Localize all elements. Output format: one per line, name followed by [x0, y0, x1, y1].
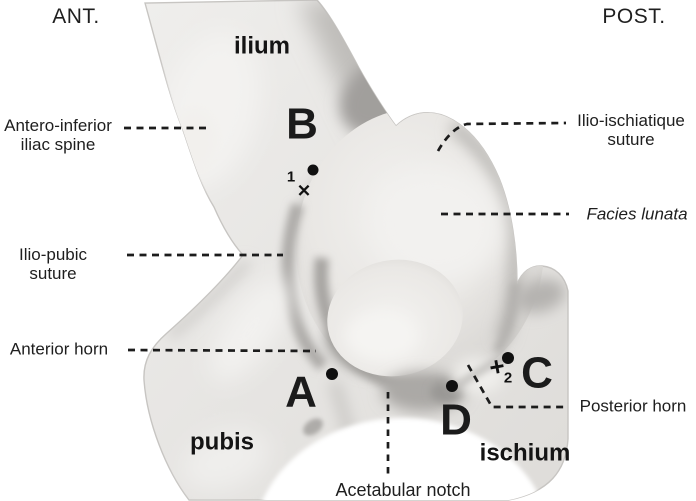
dot-c — [502, 352, 514, 364]
orientation-label-posterior: POST. — [602, 5, 666, 29]
annotation-acetabular-notch: Acetabular notch — [335, 479, 471, 500]
landmark-letter-d: D — [440, 395, 472, 445]
leader-lines — [124, 121, 569, 478]
x-marker-icon: ✕ — [296, 181, 312, 201]
annotation-ilio-ischiatique-suture: Ilio-ischiatique suture — [577, 111, 685, 149]
region-label-pubis: pubis — [190, 428, 254, 456]
orientation-label-anterior: ANT. — [52, 5, 100, 29]
marker-number-2: 2 — [503, 369, 513, 387]
landmark-dots — [307, 164, 514, 392]
annotation-facies-lunata: Facies lunata — [586, 204, 688, 224]
annotation-antero-inferior-iliac-spine: Antero-inferior iliac spine — [4, 116, 112, 154]
annotation-ilio-pubic-suture: Ilio-pubic suture — [19, 245, 87, 283]
region-label-ilium: ilium — [233, 32, 291, 60]
landmark-letter-c: C — [521, 348, 553, 398]
annotation-line: Ilio-ischiatique — [577, 110, 685, 130]
annotation-line: suture — [607, 130, 655, 149]
annotation-posterior-horn: Posterior horn — [579, 396, 687, 416]
annotation-anterior-horn: Anterior horn — [9, 339, 109, 359]
leader-ilio-ischiatique-suture — [436, 121, 567, 152]
dot-a — [326, 368, 338, 380]
leader-anterior-horn — [127, 348, 317, 353]
dot-d — [446, 380, 458, 392]
annotation-line: suture — [29, 264, 77, 283]
dot-b — [307, 164, 319, 176]
leader-posterior-horn — [466, 364, 566, 409]
landmark-letter-b: B — [286, 99, 318, 149]
annotation-line: Ilio-pubic — [18, 244, 88, 264]
obturator-foramen — [252, 418, 552, 500]
marker-number-1: 1 — [286, 168, 296, 186]
landmark-letter-a: A — [285, 367, 317, 417]
region-label-ischium: ischium — [479, 439, 571, 467]
annotation-line: iliac spine — [20, 135, 96, 154]
annotation-line: Antero-inferior — [4, 115, 112, 135]
